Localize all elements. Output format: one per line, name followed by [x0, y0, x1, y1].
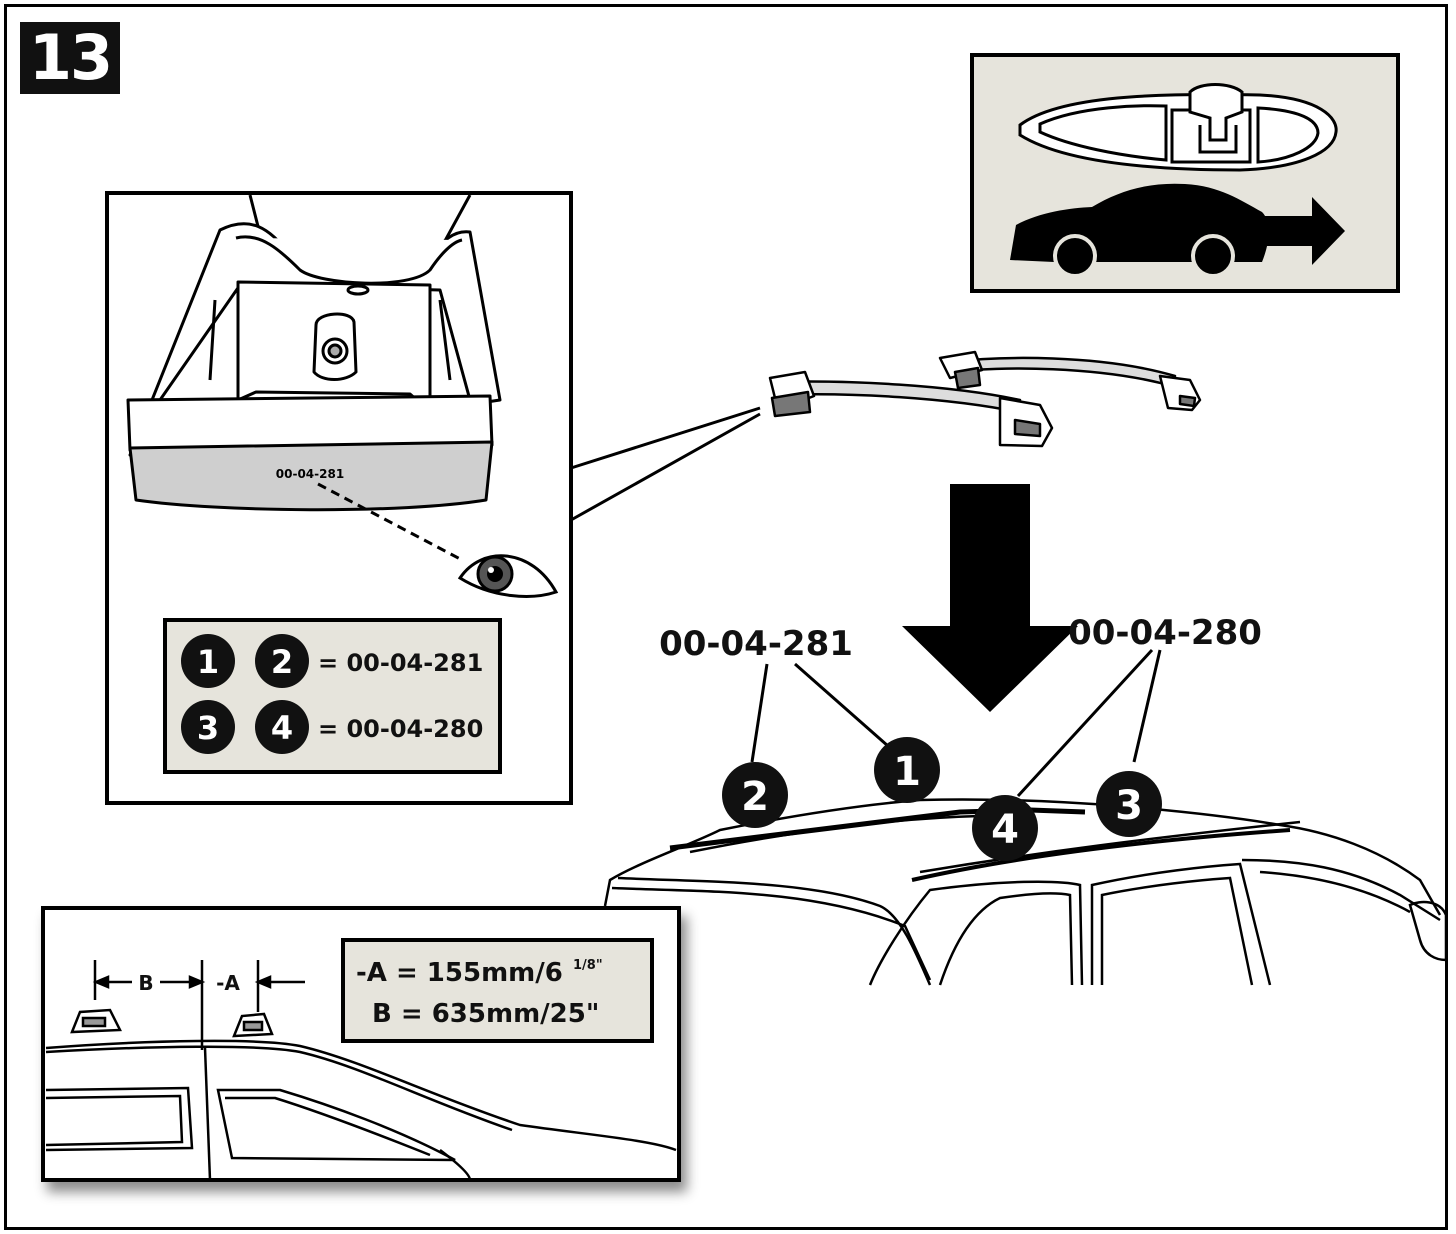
direction-arrow-icon [1263, 197, 1345, 265]
instruction-frame [4, 4, 1448, 1230]
svg-text:2: 2 [271, 643, 293, 681]
legend-badge-3: 3 [181, 700, 235, 754]
part-number-right: 00-04-280 [1068, 613, 1262, 653]
svg-text:1: 1 [197, 643, 219, 681]
dimension-lines [92, 960, 305, 1050]
legend-badge-1: 1 [181, 634, 235, 688]
roof-bars [768, 350, 1202, 448]
profile-panel [970, 53, 1400, 293]
main-badge-4: 4 [972, 795, 1038, 861]
part-number-left: 00-04-281 [659, 624, 853, 664]
spacing-value-a-fraction: 1/8" [573, 958, 603, 973]
svg-text:1: 1 [893, 749, 921, 795]
down-arrow-icon [902, 484, 1078, 712]
svg-text:4: 4 [271, 709, 293, 747]
dimension-label-a: -A [216, 971, 240, 995]
legend-badge-2: 2 [255, 634, 309, 688]
car-side-drawing [45, 1039, 677, 1181]
legend-part-2: = 00-04-280 [318, 715, 483, 743]
svg-text:4: 4 [991, 807, 1019, 853]
foot-part-label: 00-04-281 [276, 467, 344, 481]
leader-lines [750, 648, 1162, 798]
detail-panel: 00-04-281 1 2 = 00-04-281 3 [105, 191, 761, 805]
spacing-value-b: B = 635mm/25" [372, 999, 599, 1029]
spacing-panel: B -A -A = 155mm/6 1/8" B = 635mm/25" [41, 906, 681, 1182]
dimension-label-b: B [138, 971, 153, 995]
part-legend: 1 2 = 00-04-281 3 4 = 00-04-280 [163, 618, 502, 774]
step-number: 13 [20, 22, 120, 94]
main-badge-1: 1 [874, 737, 940, 803]
svg-text:3: 3 [197, 709, 219, 747]
svg-text:3: 3 [1115, 783, 1143, 829]
eye-icon [457, 554, 559, 598]
main-badge-3: 3 [1096, 771, 1162, 837]
bar-profile-icon [1018, 83, 1338, 172]
legend-part-1: = 00-04-281 [318, 649, 483, 677]
svg-text:2: 2 [741, 774, 769, 820]
legend-badge-4: 4 [255, 700, 309, 754]
roof-feet [70, 1008, 274, 1038]
main-badge-2: 2 [722, 762, 788, 828]
spacing-value-a: -A = 155mm/6 [356, 958, 563, 988]
